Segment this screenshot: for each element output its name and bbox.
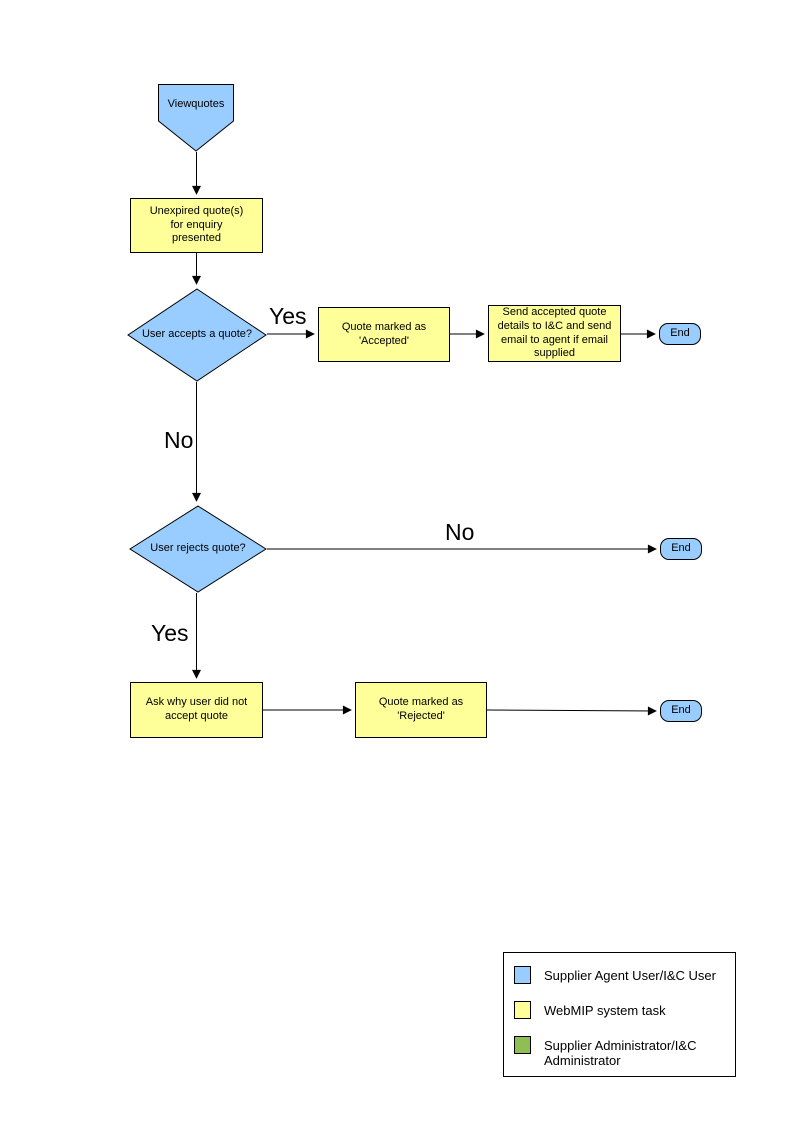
legend-swatch-blue (514, 966, 531, 984)
end-node-no-reject: End (660, 538, 702, 560)
process-send-details: Send accepted quote details to I&C and s… (488, 305, 621, 362)
process-quote-accepted-label: Quote marked as 'Accepted' (341, 320, 427, 347)
diamond-shape (129, 505, 267, 593)
edge-label-reject-no: No (445, 519, 475, 545)
start-node-label: Viewquotes (167, 98, 225, 111)
legend: Supplier Agent User/I&C User WebMIP syst… (503, 952, 736, 1077)
start-node-viewquotes: Viewquotes (158, 84, 234, 152)
legend-label: WebMIP system task (544, 1003, 666, 1018)
diamond-shape (127, 288, 267, 382)
process-quote-accepted: Quote marked as 'Accepted' (318, 307, 450, 362)
edge-label-reject-yes: Yes (151, 620, 189, 646)
legend-item-supplier-agent-user: Supplier Agent User/I&C User (514, 966, 725, 984)
end-node-accept: End (659, 323, 701, 345)
legend-label: Supplier Administrator/I&C Administrator (544, 1038, 697, 1069)
decision-user-accepts: User accepts a quote? (127, 288, 267, 382)
end-node-accept-label: End (670, 327, 690, 340)
end-node-reject-label: End (671, 704, 691, 717)
edge-label-accept-yes: Yes (269, 303, 307, 329)
process-quote-rejected-label: Quote marked as 'Rejected' (378, 696, 464, 722)
end-node-reject: End (660, 700, 702, 722)
end-node-no-reject-label: End (671, 542, 691, 555)
legend-item-webmip-system-task: WebMIP system task (514, 1001, 725, 1019)
legend-label: Supplier Agent User/I&C User (544, 968, 716, 983)
legend-swatch-green (514, 1036, 531, 1054)
edge-label-accept-no: No (164, 427, 194, 453)
process-ask-why-label: Ask why user did not accept quote (145, 696, 248, 722)
decision-user-rejects: User rejects quote? (129, 505, 267, 593)
process-send-details-label: Send accepted quote details to I&C and s… (497, 306, 612, 360)
pentagon-shape (158, 84, 234, 152)
process-quote-rejected: Quote marked as 'Rejected' (355, 682, 487, 738)
process-unexpired-quotes-label: Unexpired quote(s) for enquiry presented (149, 204, 244, 245)
process-ask-why: Ask why user did not accept quote (130, 682, 263, 738)
process-unexpired-quotes: Unexpired quote(s) for enquiry presented (130, 198, 263, 253)
decision-user-rejects-label: User rejects quote? (150, 542, 246, 555)
legend-swatch-yellow (514, 1001, 531, 1019)
decision-user-accepts-label: User accepts a quote? (141, 328, 253, 341)
legend-item-supplier-administrator: Supplier Administrator/I&C Administrator (514, 1036, 725, 1069)
